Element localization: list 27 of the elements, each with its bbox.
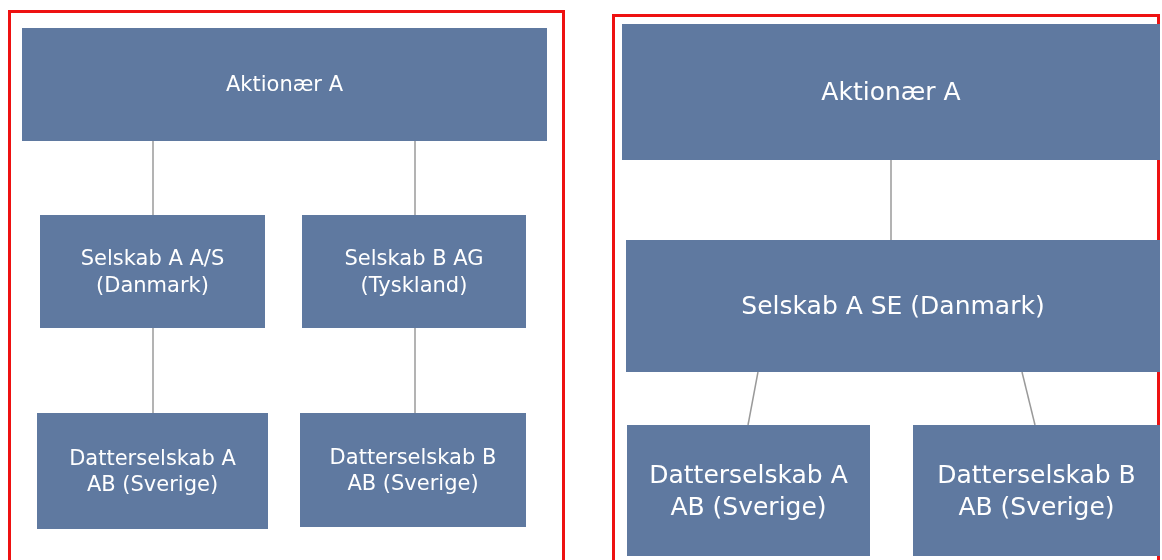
connector-line	[414, 327, 416, 414]
entity-label: Datterselskab B AB (Sverige)	[328, 443, 498, 497]
entity-label: Datterselskab A AB (Sverige)	[648, 459, 849, 522]
connector-line	[414, 140, 416, 216]
connector-line	[152, 140, 154, 216]
entity-label: Datterselskab B AB (Sverige)	[936, 459, 1137, 522]
connector-line	[152, 327, 154, 414]
entity-box	[40, 215, 265, 328]
entity-box	[37, 413, 268, 529]
entity-box	[22, 28, 547, 141]
entity-box	[622, 24, 1160, 160]
entity-box	[302, 215, 526, 328]
entity-label: Aktionær A	[821, 76, 961, 108]
entity-label: Datterselskab A AB (Sverige)	[68, 444, 237, 498]
connector-line	[1021, 371, 1036, 426]
entity-label: Selskab A SE (Danmark)	[741, 290, 1045, 322]
connector-line	[747, 371, 759, 426]
frame-box	[8, 10, 565, 560]
connector-line	[890, 159, 892, 241]
frame-box	[612, 14, 1160, 560]
entity-label: Selskab A A/S (Danmark)	[79, 245, 226, 298]
entity-box	[913, 425, 1160, 556]
entity-label: Aktionær A	[225, 71, 344, 98]
entity-box	[627, 425, 870, 556]
entity-label: Selskab B AG (Tyskland)	[343, 245, 485, 298]
entity-box	[300, 413, 526, 527]
entity-box	[626, 240, 1160, 372]
